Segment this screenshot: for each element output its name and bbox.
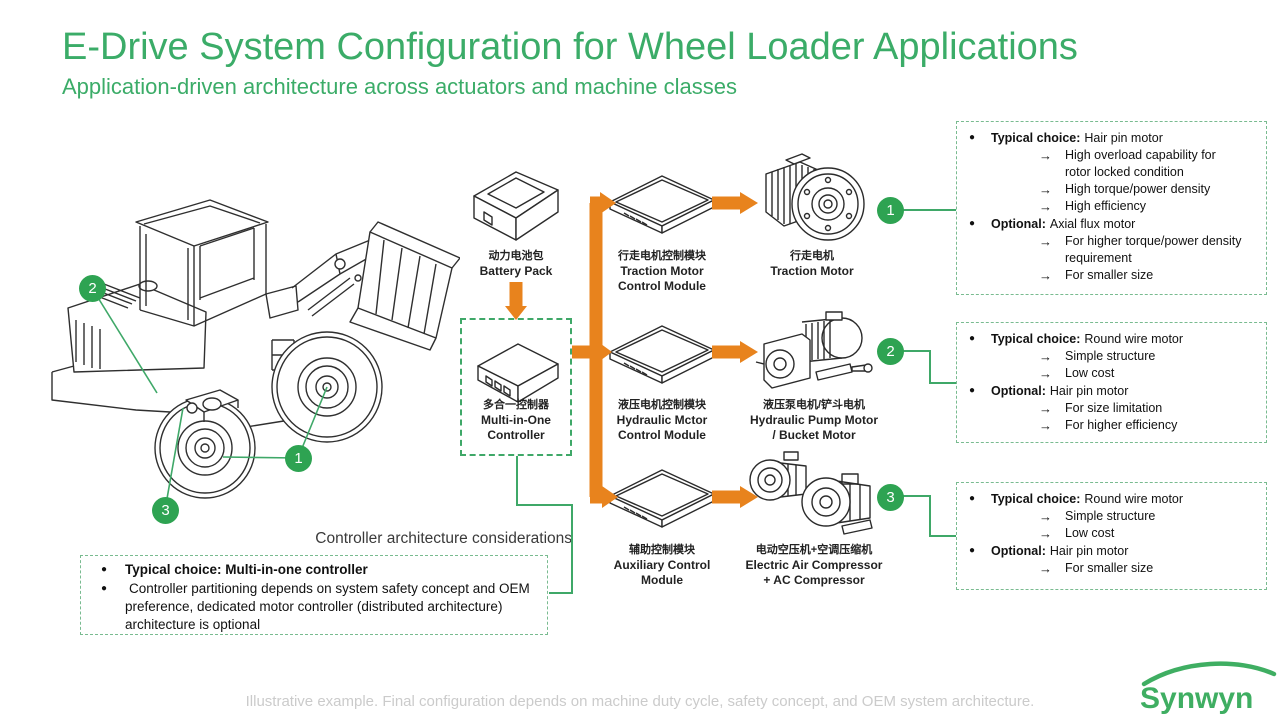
wheel-loader-illustration: [51, 199, 460, 499]
battery-pack-label: 动力电池包 Battery Pack: [479, 250, 553, 278]
callout-1-note: 1: [877, 197, 904, 224]
arrow-right-icon: →: [1039, 268, 1052, 283]
note-box-1: ● Typical choice:Hair pin motor → High o…: [956, 121, 1267, 295]
traction-motor-control-module-icon: [609, 175, 715, 234]
logo-text: Synwyn: [1140, 682, 1253, 715]
arrow-right-icon: →: [1039, 561, 1052, 576]
hydraulic-motor-label: 液压泵电机/铲斗电机 Hydraulic Pump Motor / Bucket…: [749, 399, 878, 442]
bullet-icon: ●: [969, 132, 976, 143]
note-sub-item: → Low cost: [1039, 526, 1115, 541]
note-item: ● Typical choice:Round wire motor: [961, 490, 1260, 508]
hydraulic-pump-motor-icon: [755, 311, 873, 389]
note-item: ● Optional:Axial flux motor: [961, 215, 1260, 233]
note-item: ● Typical choice:Hair pin motor: [961, 129, 1260, 147]
bullet-icon: ●: [969, 333, 976, 344]
traction-motor-label: 行走电机 Traction Motor: [770, 250, 854, 278]
arrow-right-icon: →: [1039, 366, 1052, 381]
note-sub-item: → Low cost: [1039, 366, 1115, 381]
compressor-label: 电动空压机+空调压缩机 Electric Air Compressor + AC…: [745, 544, 883, 587]
bullet-icon: ●: [101, 583, 108, 594]
note-sub-item: → High torque/power density: [1039, 182, 1211, 197]
arrow-right-icon: →: [1039, 234, 1052, 249]
arrow-right-icon: →: [1039, 148, 1052, 163]
bullet-icon: ●: [101, 564, 108, 575]
arrow-right-icon: →: [1039, 509, 1052, 524]
note-sub-item: → For smaller size: [1039, 561, 1154, 576]
arrow-right-icon: →: [1039, 418, 1052, 433]
note-item: ● Typical choice: Multi-in-one controlle…: [91, 561, 539, 579]
arrow-right-icon: →: [1039, 526, 1052, 541]
callout-2-note: 2: [877, 338, 904, 365]
callout-3-loader: 3: [152, 497, 179, 524]
controller-note-heading: Controller architecture considerations: [315, 530, 572, 547]
synwyn-logo: Synwyn: [1140, 661, 1277, 715]
callout-2-loader: 2: [79, 275, 106, 302]
electric-air-compressor-icon: [749, 451, 873, 535]
bullet-icon: ●: [969, 218, 976, 229]
callout-1-loader: 1: [285, 445, 312, 472]
note-sub-item: → High overload capability for rotor loc…: [1039, 148, 1216, 179]
controller-label: 多合一控制器 Multi-in-One Controller: [481, 399, 551, 442]
battery-pack-icon: [473, 171, 559, 241]
note-sub-item: → For size limitation: [1039, 401, 1163, 416]
note-item: ● Optional:Hair pin motor: [961, 382, 1260, 400]
callout-3-note: 3: [877, 484, 904, 511]
traction-mcm-label: 行走电机控制模块 Traction Motor Control Module: [618, 250, 706, 293]
bullet-icon: ●: [969, 385, 976, 396]
note-item: ● Typical choice:Round wire motor: [961, 330, 1260, 348]
note-item: ● Optional:Hair pin motor: [961, 542, 1260, 560]
note-box-3: ● Typical choice:Round wire motor → Simp…: [956, 482, 1267, 590]
arrow-right-icon: →: [1039, 349, 1052, 364]
note-item: ● Controller partitioning depends on sys…: [91, 580, 539, 634]
controller-note-box: ● Typical choice: Multi-in-one controlle…: [80, 555, 548, 635]
note-sub-item: → High efficiency: [1039, 199, 1147, 214]
arrow-right-icon: →: [1039, 199, 1052, 214]
note-sub-item: → Simple structure: [1039, 349, 1156, 364]
logo-swoosh: [1141, 661, 1277, 687]
note-sub-item: → For smaller size: [1039, 268, 1154, 283]
footer-disclaimer: Illustrative example. Final configuratio…: [245, 693, 1035, 710]
page-subtitle: Application-driven architecture across a…: [62, 74, 737, 99]
bullet-icon: ●: [969, 545, 976, 556]
note-sub-item: → For higher efficiency: [1039, 418, 1178, 433]
aux-cm-label: 辅助控制模块 Auxiliary Control Module: [613, 544, 711, 587]
traction-motor-icon: [765, 153, 865, 241]
hydraulic-motor-control-module-icon: [609, 325, 715, 384]
multi-in-one-controller-icon: [477, 343, 559, 403]
auxiliary-control-module-icon: [609, 469, 715, 528]
note-sub-item: → Simple structure: [1039, 509, 1156, 524]
page-title: E-Drive System Configuration for Wheel L…: [62, 26, 1078, 68]
note-box-2: ● Typical choice:Round wire motor → Simp…: [956, 322, 1267, 443]
hydraulic-mcm-label: 液压电机控制模块 Hydraulic Mctor Control Module: [616, 399, 708, 442]
arrow-right-icon: →: [1039, 182, 1052, 197]
arrow-right-icon: →: [1039, 401, 1052, 416]
note-sub-item: → For higher torque/power density requir…: [1039, 234, 1242, 265]
bullet-icon: ●: [969, 493, 976, 504]
